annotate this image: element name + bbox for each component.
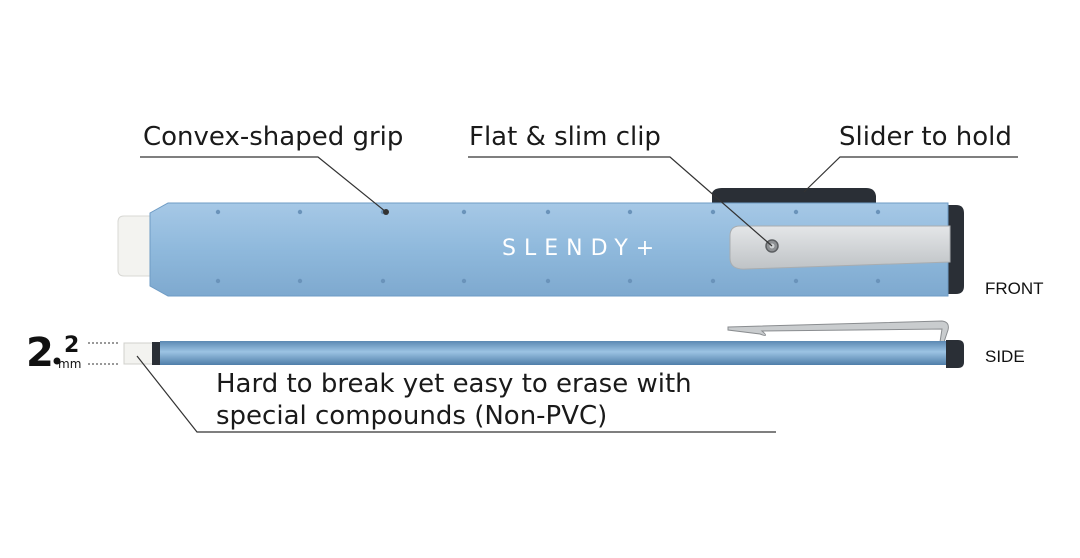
grip-dot bbox=[875, 209, 881, 215]
front-label: FRONT bbox=[985, 279, 1044, 298]
eraser-tip-front bbox=[117, 215, 153, 277]
grip-dot bbox=[875, 278, 881, 284]
grip-dot bbox=[215, 209, 221, 215]
holder-body-side bbox=[160, 341, 950, 365]
grip-dot bbox=[710, 209, 716, 215]
dimension-minor: 2 bbox=[64, 333, 79, 358]
callout-eraser-line2: special compounds (Non-PVC) bbox=[216, 401, 607, 431]
grip-dot bbox=[793, 209, 799, 215]
eraser-tip-side bbox=[123, 342, 155, 365]
dimension-major: 2 bbox=[26, 330, 54, 376]
grip-dot bbox=[461, 209, 467, 215]
clip-leader bbox=[468, 156, 773, 247]
callout-eraser-line1: Hard to break yet easy to erase with bbox=[216, 369, 692, 399]
grip-dot bbox=[380, 278, 386, 284]
grip-dot bbox=[793, 278, 799, 284]
grip-dot bbox=[545, 209, 551, 215]
grip-dot bbox=[297, 209, 303, 215]
callout-grip: Convex-shaped grip bbox=[143, 122, 403, 152]
brand-logo: SLENDY+ bbox=[502, 236, 662, 261]
callout-clip: Flat & slim clip bbox=[469, 122, 661, 152]
end-cap-side bbox=[946, 340, 964, 368]
front-view: SLENDY+ bbox=[117, 188, 964, 297]
dimension-unit: mm bbox=[58, 357, 81, 371]
grip-dot bbox=[461, 278, 467, 284]
clip bbox=[729, 225, 951, 270]
slider-leader bbox=[803, 156, 1018, 193]
side-label: SIDE bbox=[985, 347, 1025, 366]
grip-dot bbox=[710, 278, 716, 284]
grip-dot bbox=[627, 278, 633, 284]
grip-dots bbox=[215, 209, 881, 284]
thickness-dimension: 2 2 mm bbox=[26, 330, 120, 376]
grip-dot bbox=[297, 278, 303, 284]
side-view bbox=[123, 320, 964, 368]
grip-dot bbox=[545, 278, 551, 284]
eraser-leader bbox=[136, 355, 776, 433]
callout-slider: Slider to hold bbox=[839, 122, 1012, 152]
leader-lines bbox=[136, 156, 1018, 433]
grip-dot bbox=[627, 209, 633, 215]
slider bbox=[712, 188, 876, 205]
clip-side bbox=[727, 320, 949, 343]
grip-leader bbox=[140, 156, 387, 213]
grip-dot bbox=[215, 278, 221, 284]
